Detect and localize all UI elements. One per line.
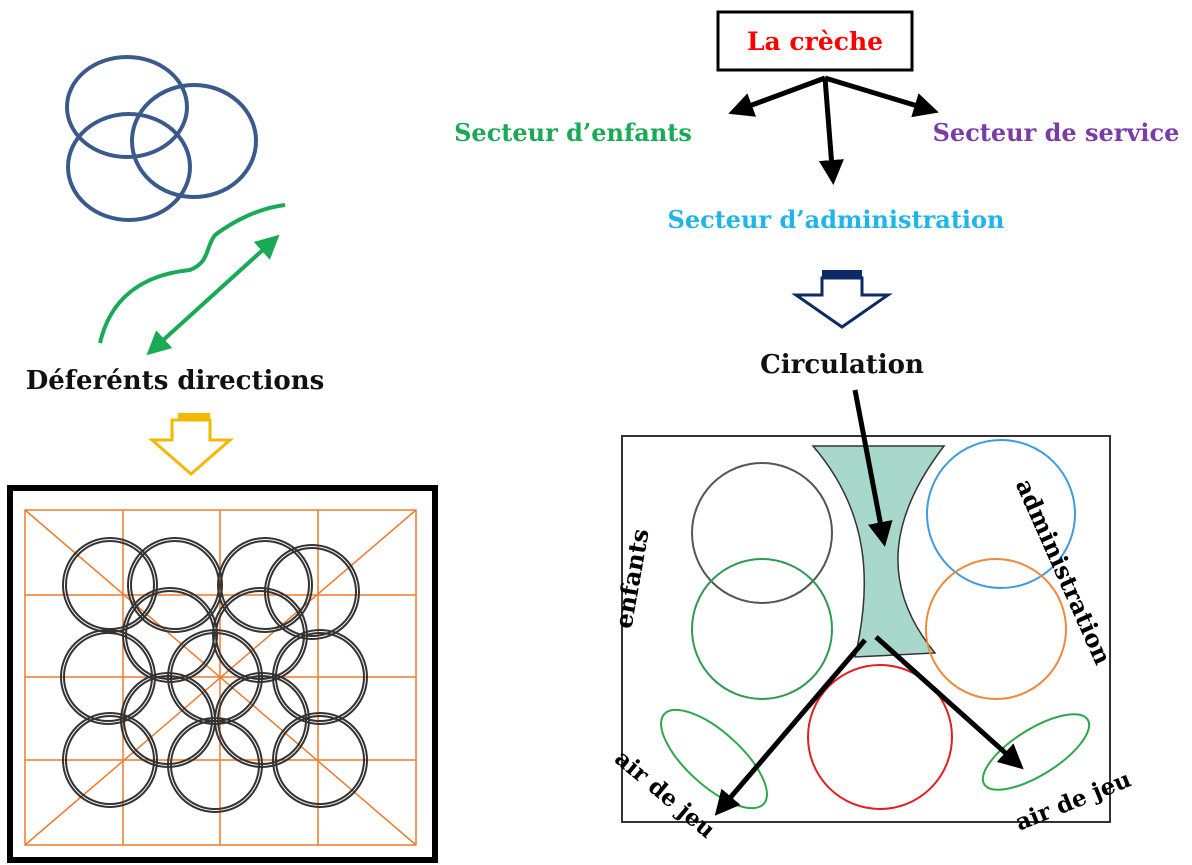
circle-grid-plan bbox=[7, 485, 438, 863]
plan-circle-0-inner bbox=[65, 540, 155, 630]
sector-service: Secteur de service bbox=[933, 118, 1180, 147]
sector-children: Secteur d’enfants bbox=[454, 118, 692, 147]
venn-circle-right bbox=[130, 83, 258, 199]
green-double-arrow bbox=[146, 234, 280, 356]
circulation-label: Circulation bbox=[760, 350, 924, 380]
plan-circle-6-inner bbox=[63, 632, 153, 722]
plan-circle-8-inner bbox=[275, 632, 365, 722]
zone-play-right bbox=[981, 713, 1091, 791]
venn-circles bbox=[65, 55, 258, 222]
plan-circle-11-outer bbox=[62, 712, 158, 808]
plan-circles bbox=[60, 537, 368, 813]
zone-play-left bbox=[660, 708, 768, 810]
yellow-down-arrow bbox=[147, 413, 235, 476]
plan-circle-13-inner bbox=[275, 715, 365, 805]
plan-grid-lines bbox=[24, 509, 417, 846]
sector-administration: Secteur d’administration bbox=[667, 205, 1004, 234]
zone-admin-top bbox=[926, 439, 1076, 589]
zone-children-top bbox=[691, 462, 833, 604]
left-caption: Déferénts directions bbox=[26, 366, 325, 396]
plan-circle-12-inner bbox=[170, 720, 260, 810]
venn-circle-left bbox=[66, 112, 192, 222]
zone-admin-bottom bbox=[925, 558, 1067, 700]
plan-circle-0-outer bbox=[62, 537, 158, 633]
hierarchy-arrows bbox=[728, 75, 939, 185]
plan-zones bbox=[660, 439, 1091, 810]
plan-circle-12-outer bbox=[167, 717, 263, 813]
circulation-arrows bbox=[714, 389, 1024, 816]
green-curve bbox=[98, 203, 286, 344]
zone-bottom bbox=[807, 664, 953, 810]
root-box bbox=[716, 10, 914, 72]
plan-circle-13-outer bbox=[272, 712, 368, 808]
plan-circle-2-outer bbox=[217, 537, 313, 633]
navy-down-arrow bbox=[791, 270, 893, 329]
plan-circle-11-inner bbox=[65, 715, 155, 805]
circulation-area bbox=[811, 445, 946, 658]
plan-circle-2-inner bbox=[220, 540, 310, 630]
root-title: La crèche bbox=[747, 27, 883, 56]
zone-children-bottom bbox=[691, 558, 833, 700]
venn-circle-top bbox=[65, 55, 189, 159]
